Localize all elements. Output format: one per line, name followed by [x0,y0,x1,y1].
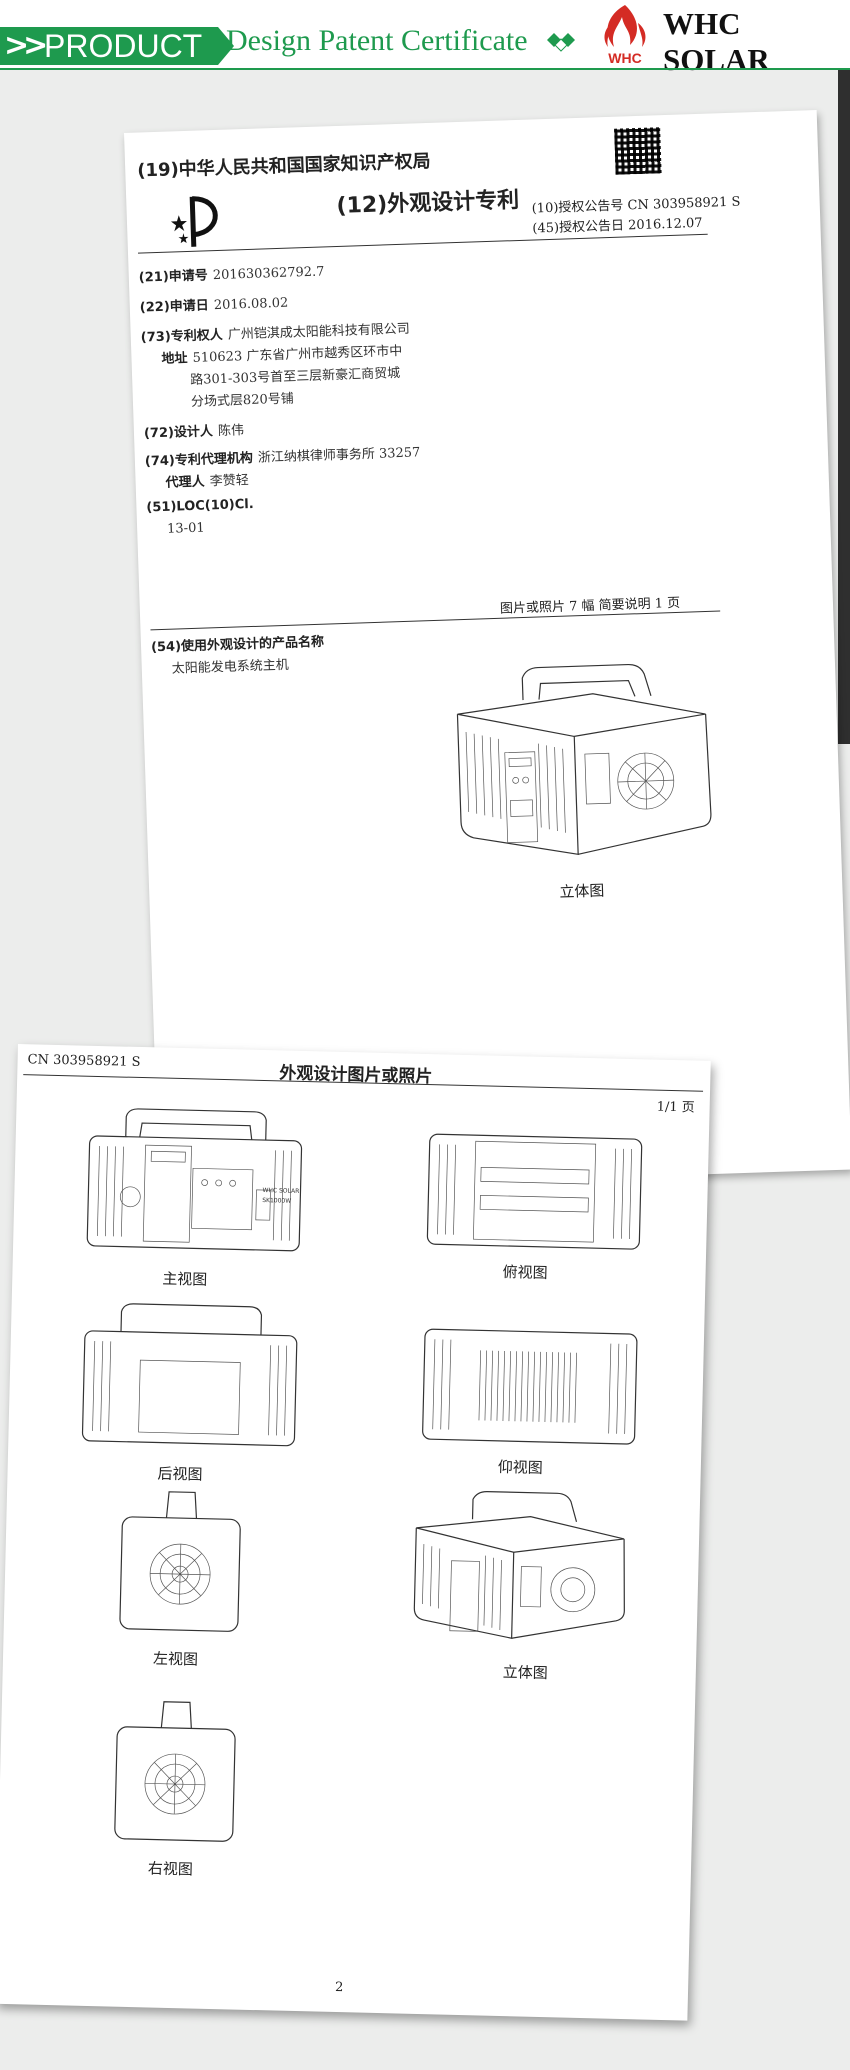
brand-name: WHC SOLAR [663,6,770,77]
page-number: 2 [334,1980,344,1996]
view-caption-left: 左视图 [152,1649,199,1669]
svg-text:WHC SOLAR: WHC SOLAR [262,1187,299,1195]
rear-view-drawing [81,1303,298,1447]
edge-bar [838,70,850,744]
front-view-drawing: WHC SOLAR SK1000W [86,1108,303,1252]
top-view-drawing [426,1133,643,1250]
header-banner: >> PRODUCT Design Patent Certificate WHC… [0,0,850,77]
diamond-cluster-icon [547,33,575,52]
product-name: 太阳能发电系统主机 [171,657,290,677]
grant-number: (10)授权公告号 CN 303958921 S [531,194,741,217]
field-agent: 代理人 李赞轻 [165,473,249,491]
product-label: PRODUCT [44,28,203,64]
rule-mid [150,610,721,631]
design-drawings-page: CN 303958921 S 外观设计图片或照片 1/1 页 WHC SOLAR… [0,1044,711,2021]
view-caption-rear: 后视图 [157,1464,203,1484]
cnipa-emblem [170,196,218,247]
view-caption-top: 俯视图 [502,1262,548,1283]
document-type: (12)外观设计专利 [336,187,520,219]
field-address-line-3: 分场式层820号铺 [190,391,294,410]
whc-flame-logo: WHC [604,5,646,65]
patent-code: CN 303958921 S [27,1052,141,1070]
main-view-caption: 立体图 [559,881,605,901]
view-caption-front: 主视图 [162,1269,208,1289]
issuing-agency: (19)中华人民共和国国家知识产权局 [136,150,431,182]
product-name-label: (54)使用外观设计的产品名称 [150,634,325,656]
field-agency: (74)专利代理机构 浙江纳棋律师事务所 33257 [144,445,421,470]
view-caption-bottom: 仰视图 [497,1457,544,1477]
bottom-view-drawing [422,1328,638,1445]
drawings-page-count: 1/1 页 [656,1099,695,1116]
field-application-date: (22)申请日 2016.08.02 [139,295,289,316]
header-divider [0,68,850,70]
svg-text:SK1000W: SK1000W [262,1197,291,1205]
isometric-drawing [456,663,712,856]
field-address-line-2: 路301-303号首至三层新豪汇商贸城 [189,365,401,388]
left-view-drawing [119,1491,241,1632]
view-caption-isometric: 立体图 [502,1663,549,1683]
double-chevron-icon: >> [4,28,48,63]
certificate-heading: Design Patent Certificate [226,24,528,57]
isometric-view-drawing [413,1490,625,1639]
qr-code [614,127,662,175]
logo-text: WHC [608,50,641,65]
field-application-number: (21)申请号 201630362792.7 [138,264,325,286]
product-tag-arrow [218,27,234,65]
patent-front-page: (19)中华人民共和国国家知识产权局 (12)外观设计专利 (10)授权公告号 … [124,110,850,1193]
view-caption-right: 右视图 [147,1859,194,1879]
field-designer: (72)设计人 陈伟 [143,423,245,442]
field-loc-value: 13-01 [166,520,205,537]
product-tag: >> PRODUCT [0,27,218,65]
right-view-drawing [114,1701,236,1842]
field-loc-class: (51)LOC(10)Cl. [146,496,254,516]
